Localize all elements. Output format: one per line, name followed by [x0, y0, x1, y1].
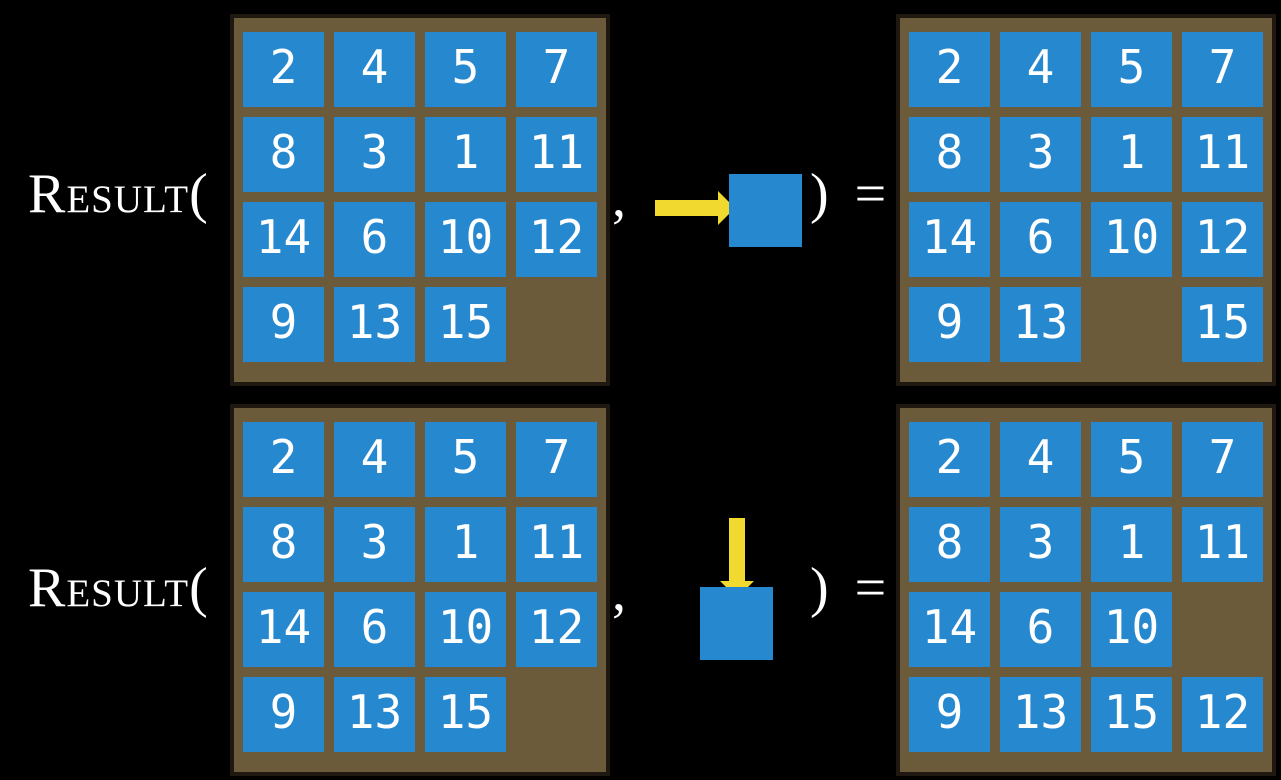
- puzzle-tile-6: 6: [334, 592, 415, 667]
- action-tile-square: [700, 587, 773, 660]
- blank-cell: [1182, 592, 1263, 667]
- puzzle-tile-4: 4: [334, 422, 415, 497]
- puzzle-tile-15: 15: [425, 677, 506, 752]
- comma-separator: ,: [612, 561, 632, 623]
- puzzle-tile-3: 3: [334, 117, 415, 192]
- puzzle-tile-12: 12: [1182, 677, 1263, 752]
- puzzle-tile-14: 14: [909, 202, 990, 277]
- puzzle-tile-4: 4: [334, 32, 415, 107]
- puzzle-tile-12: 12: [516, 202, 597, 277]
- puzzle-tile-1: 1: [425, 507, 506, 582]
- puzzle-tile-15: 15: [425, 287, 506, 362]
- comma-separator: ,: [612, 167, 632, 229]
- puzzle-tile-15: 15: [1182, 287, 1263, 362]
- puzzle-tile-1: 1: [1091, 507, 1172, 582]
- puzzle-tile-12: 12: [516, 592, 597, 667]
- right-arrow-icon: [655, 191, 735, 225]
- puzzle-tile-14: 14: [243, 202, 324, 277]
- puzzle-tile-9: 9: [909, 287, 990, 362]
- puzzle-tile-7: 7: [1182, 422, 1263, 497]
- closing-paren-equals: ) =: [810, 557, 893, 619]
- result-function-label: Result(: [28, 557, 209, 619]
- puzzle-tile-1: 1: [1091, 117, 1172, 192]
- puzzle-tile-5: 5: [1091, 422, 1172, 497]
- puzzle-tile-6: 6: [334, 202, 415, 277]
- down-arrow-icon: [720, 518, 754, 598]
- puzzle-tile-9: 9: [243, 677, 324, 752]
- action-tile-square: [729, 174, 802, 247]
- puzzle-tile-5: 5: [425, 422, 506, 497]
- puzzle-tile-10: 10: [1091, 592, 1172, 667]
- puzzle-tile-5: 5: [425, 32, 506, 107]
- puzzle-tile-9: 9: [243, 287, 324, 362]
- puzzle-tile-8: 8: [909, 117, 990, 192]
- blank-cell: [516, 287, 597, 362]
- result-function-label: Result(: [28, 163, 209, 225]
- puzzle-tile-7: 7: [516, 422, 597, 497]
- puzzle-tile-11: 11: [1182, 507, 1263, 582]
- puzzle-tile-13: 13: [1000, 287, 1081, 362]
- puzzle-tile-10: 10: [1091, 202, 1172, 277]
- puzzle-tile-10: 10: [425, 592, 506, 667]
- puzzle-tile-9: 9: [909, 677, 990, 752]
- puzzle-tile-8: 8: [243, 117, 324, 192]
- puzzle-tile-2: 2: [909, 422, 990, 497]
- puzzle-tile-6: 6: [1000, 592, 1081, 667]
- puzzle-tile-11: 11: [516, 507, 597, 582]
- puzzle-tile-2: 2: [909, 32, 990, 107]
- puzzle-tile-6: 6: [1000, 202, 1081, 277]
- puzzle-tile-12: 12: [1182, 202, 1263, 277]
- puzzle-tile-13: 13: [334, 677, 415, 752]
- puzzle-tile-15: 15: [1091, 677, 1172, 752]
- puzzle-tile-3: 3: [1000, 507, 1081, 582]
- puzzle-tile-2: 2: [243, 32, 324, 107]
- puzzle-tile-2: 2: [243, 422, 324, 497]
- puzzle-tile-14: 14: [243, 592, 324, 667]
- puzzle-tile-7: 7: [1182, 32, 1263, 107]
- closing-paren-equals: ) =: [810, 163, 893, 225]
- puzzle-tile-13: 13: [1000, 677, 1081, 752]
- puzzle-tile-4: 4: [1000, 32, 1081, 107]
- puzzle-tile-3: 3: [1000, 117, 1081, 192]
- puzzle-tile-14: 14: [909, 592, 990, 667]
- puzzle-tile-5: 5: [1091, 32, 1172, 107]
- puzzle-tile-13: 13: [334, 287, 415, 362]
- puzzle-tile-7: 7: [516, 32, 597, 107]
- puzzle-tile-11: 11: [1182, 117, 1263, 192]
- puzzle-tile-4: 4: [1000, 422, 1081, 497]
- blank-cell: [516, 677, 597, 752]
- blank-cell: [1091, 287, 1172, 362]
- puzzle-tile-8: 8: [909, 507, 990, 582]
- puzzle-tile-10: 10: [425, 202, 506, 277]
- puzzle-tile-8: 8: [243, 507, 324, 582]
- puzzle-tile-3: 3: [334, 507, 415, 582]
- puzzle-tile-1: 1: [425, 117, 506, 192]
- puzzle-tile-11: 11: [516, 117, 597, 192]
